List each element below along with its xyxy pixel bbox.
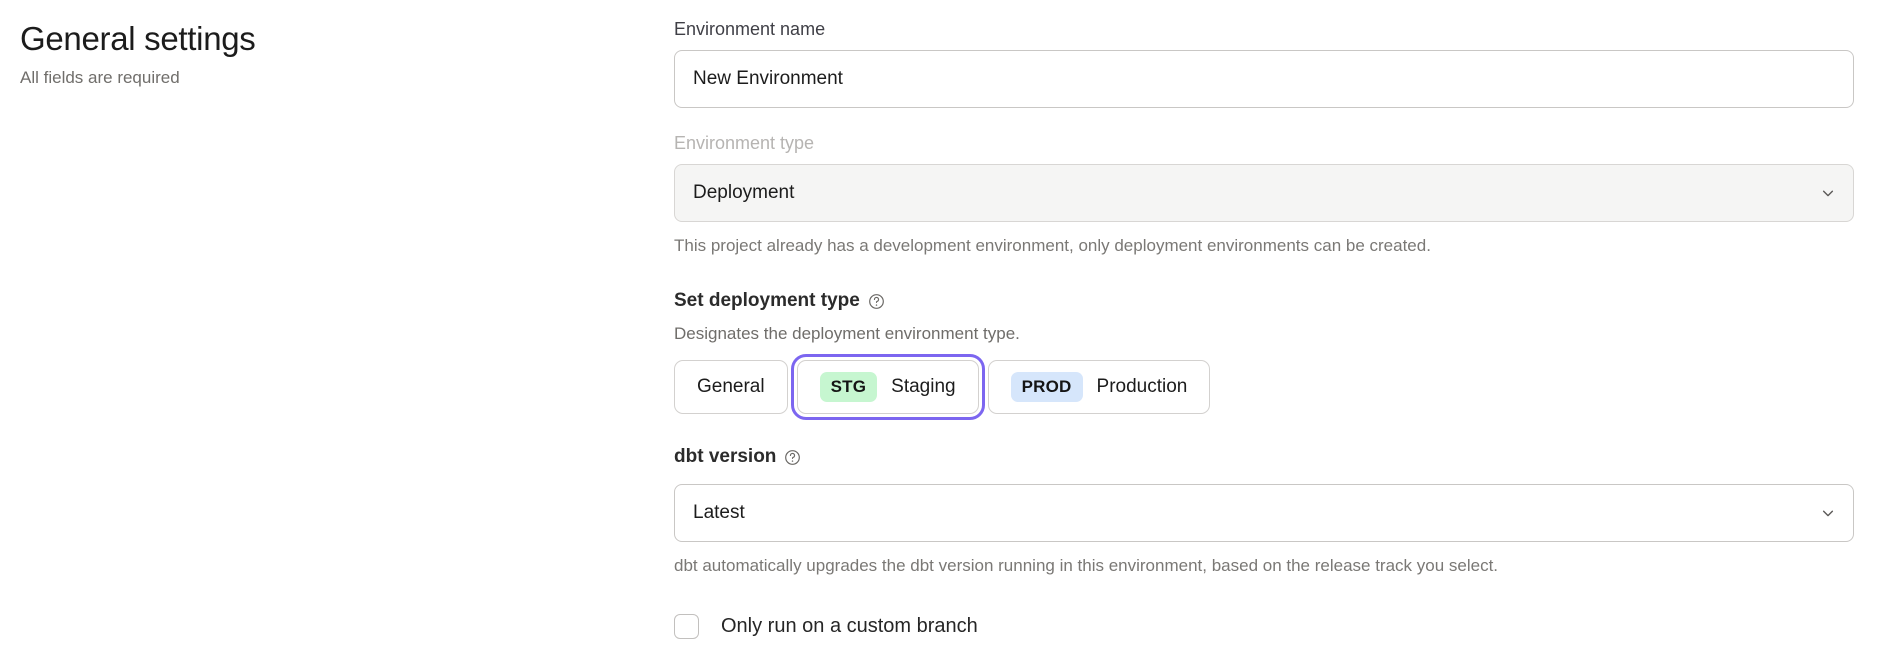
- environment-type-select[interactable]: Deployment: [674, 164, 1854, 222]
- deployment-type-option-production-label: Production: [1096, 376, 1188, 397]
- deployment-type-option-production[interactable]: PROD Production: [987, 360, 1211, 414]
- deployment-type-option-general[interactable]: General: [674, 360, 788, 414]
- deployment-type-option-staging-label: Staging: [891, 376, 956, 397]
- dbt-version-label: dbt version: [674, 446, 777, 467]
- environment-type-field-group: Environment type Deployment This project…: [674, 130, 1854, 258]
- dbt-version-field-group: dbt version Latest dbt automatically upg…: [674, 444, 1854, 578]
- environment-type-value: Deployment: [693, 182, 795, 203]
- environment-type-helper-text: This project already has a development e…: [674, 236, 1431, 255]
- settings-form: Environment name New Environment Environ…: [674, 16, 1854, 640]
- custom-branch-label: Only run on a custom branch: [721, 615, 978, 637]
- staging-badge: STG: [819, 372, 878, 402]
- deployment-type-heading: Set deployment type: [674, 288, 1854, 314]
- chevron-down-icon: [1822, 510, 1834, 517]
- deployment-type-field-group: Set deployment type Designates the deplo…: [674, 288, 1854, 420]
- page-header: General settings All fields are required: [20, 18, 620, 90]
- deployment-type-description: Designates the deployment environment ty…: [674, 324, 1020, 343]
- dbt-version-heading: dbt version: [674, 444, 1854, 470]
- production-badge: PROD: [1010, 372, 1083, 402]
- environment-name-label: Environment name: [674, 19, 826, 39]
- environment-type-label: Environment type: [674, 133, 815, 153]
- help-circle-icon[interactable]: [868, 293, 885, 310]
- deployment-type-option-group: General STG Staging PROD Production: [674, 354, 1854, 420]
- environment-name-field-group: Environment name New Environment: [674, 16, 1854, 108]
- dbt-version-value: Latest: [693, 502, 745, 523]
- deployment-type-option-staging[interactable]: STG Staging: [790, 354, 985, 420]
- deployment-type-title: Set deployment type: [674, 290, 860, 311]
- dbt-version-select[interactable]: Latest: [674, 484, 1854, 542]
- custom-branch-row: Only run on a custom branch: [674, 612, 1854, 640]
- help-circle-icon[interactable]: [784, 449, 801, 466]
- custom-branch-checkbox[interactable]: [674, 613, 699, 639]
- deployment-type-option-general-label: General: [697, 376, 765, 397]
- environment-name-input[interactable]: New Environment: [674, 50, 1854, 108]
- page-title: General settings: [20, 20, 256, 57]
- page-subtitle: All fields are required: [20, 68, 180, 87]
- dbt-version-helper-text: dbt automatically upgrades the dbt versi…: [674, 556, 1499, 575]
- chevron-down-icon: [1822, 190, 1834, 197]
